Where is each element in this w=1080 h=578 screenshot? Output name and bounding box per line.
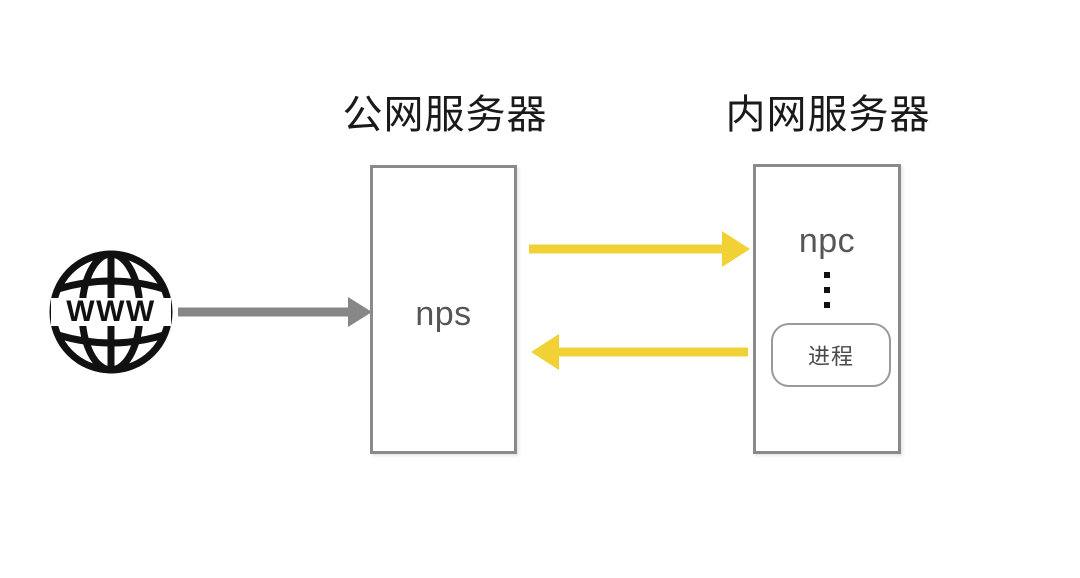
npc-label: npc	[798, 222, 856, 260]
ellipsis-dot	[824, 302, 830, 308]
ellipsis-dot	[824, 272, 830, 278]
process-box: 进程	[771, 323, 891, 387]
vertical-ellipsis-icon	[756, 272, 898, 308]
public-server-title: 公网服务器	[342, 92, 548, 138]
nps-server-box: nps	[370, 165, 517, 454]
arrow-npc-to-nps	[531, 334, 748, 370]
ellipsis-dot	[824, 287, 830, 293]
nps-label: nps	[415, 295, 472, 333]
globe-www-icon: WWW	[48, 249, 174, 375]
private-server-title: 内网服务器	[725, 92, 931, 138]
npc-server-box: npc 进程	[753, 164, 901, 454]
globe-www-label: WWW	[66, 295, 155, 328]
process-label: 进程	[807, 345, 854, 370]
arrow-nps-to-npc	[529, 231, 750, 267]
arrow-internet-to-nps	[178, 297, 372, 327]
